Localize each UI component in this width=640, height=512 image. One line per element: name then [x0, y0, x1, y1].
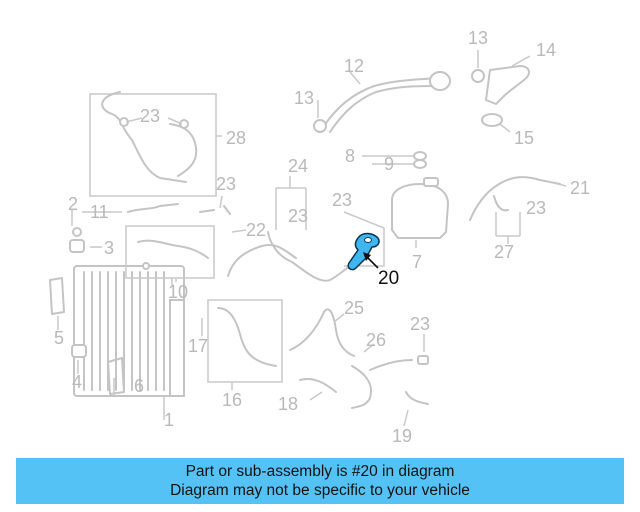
radiator-bracket-part: [49, 277, 87, 358]
callout-7: 7: [412, 252, 422, 272]
pipe-26-part: [351, 359, 413, 409]
hose-18-part: [299, 378, 337, 393]
callout-23-box28: 23: [140, 106, 160, 126]
callout-numbers: 1 2 3 4 5 6 7 8 9 10 11 12 13 13 14 15 1…: [54, 28, 590, 446]
group-box-10: [125, 225, 215, 279]
hose-21-part: [469, 176, 561, 221]
group-box-16: [207, 299, 283, 383]
callout-17: 17: [188, 336, 208, 356]
housing-14-part: [485, 65, 530, 105]
callout-13b: 13: [468, 28, 488, 48]
callout-21: 21: [570, 178, 590, 198]
hose-11-part: [127, 203, 179, 213]
callout-19: 19: [392, 426, 412, 446]
hose-group-28-part: [101, 91, 198, 183]
callout-25: 25: [344, 298, 364, 318]
callout-12: 12: [344, 56, 364, 76]
callout-6: 6: [134, 376, 144, 396]
clamp-23-part: [199, 205, 231, 215]
callout-13a: 13: [294, 88, 314, 108]
callout-24: 24: [288, 156, 308, 176]
callout-22: 22: [246, 220, 266, 240]
callout-26: 26: [366, 330, 386, 350]
hose-19-part: [405, 391, 429, 405]
parts-diagram: 1 2 3 4 5 6 7 8 9 10 11 12 13 13 14 15 1…: [49, 28, 590, 446]
callout-4: 4: [72, 372, 82, 392]
seal-9-part: [413, 159, 427, 169]
callout-3: 3: [104, 238, 114, 258]
hose-group-16-part: [217, 307, 277, 367]
radiator-mount-part: [69, 227, 85, 253]
callout-11: 11: [90, 202, 109, 222]
callout-23-low: 23: [410, 314, 430, 334]
pipe-22-part: [227, 244, 297, 277]
callout-16: 16: [222, 390, 242, 410]
highlighted-part-20: [347, 232, 380, 271]
banner-line-disclaimer: Diagram may not be specific to your vehi…: [170, 482, 470, 499]
callout-27: 27: [494, 242, 514, 262]
callout-10: 10: [168, 282, 188, 302]
group-box-28: [89, 93, 217, 197]
hose-27-part: [493, 195, 509, 212]
callout-28: 28: [226, 128, 246, 148]
pipe-12-part: [323, 77, 437, 127]
callout-23-right: 23: [526, 198, 546, 218]
callout-23-20: 23: [332, 190, 352, 210]
callout-15: 15: [514, 128, 534, 148]
callout-8: 8: [345, 146, 355, 166]
pipe-25-part: [289, 308, 355, 357]
info-banner: Part or sub-assembly is #20 in diagram D…: [16, 458, 624, 504]
callout-1: 1: [164, 410, 174, 430]
callout-23-24: 23: [288, 206, 308, 226]
hose-group-10-part: [137, 239, 209, 270]
callout-14: 14: [536, 40, 556, 60]
cap-8-part: [413, 151, 427, 161]
radiator-part: [73, 265, 185, 397]
bracket-6-part: [107, 357, 125, 395]
leader-lines: [57, 50, 567, 427]
callout-5: 5: [54, 328, 64, 348]
pipe-24-part: [267, 231, 351, 282]
callout-20-highlighted: 20: [378, 268, 399, 289]
gasket-15-part: [481, 113, 503, 127]
fitting-13a-part: [313, 119, 327, 133]
fitting-13b-part: [471, 69, 485, 83]
group-box-23-20: [343, 211, 385, 267]
clamp-23b-part: [417, 355, 429, 365]
callout-23-mid: 23: [216, 174, 236, 194]
callout-18: 18: [278, 394, 298, 414]
callout-2: 2: [68, 194, 78, 214]
callout-9: 9: [384, 154, 394, 174]
leader-20-arrow: [363, 252, 371, 261]
coolant-reservoir-7-part: [391, 177, 450, 239]
banner-line-part-number: Part or sub-assembly is #20 in diagram: [185, 463, 455, 480]
